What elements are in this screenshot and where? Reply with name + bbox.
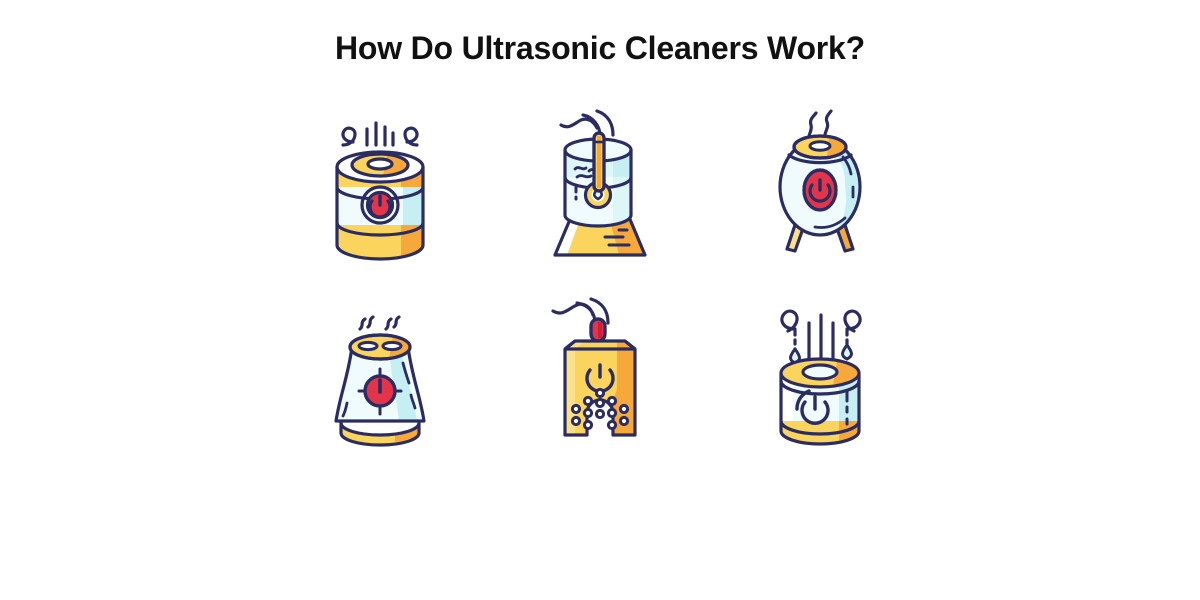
- icon-egg-humidifier-svg: [778, 109, 862, 253]
- cylinder-outline: [335, 165, 425, 261]
- icon-droplet-cylinder-humidifier-svg: [779, 309, 862, 446]
- mist-nozzle: [589, 317, 607, 343]
- icon-cylinder-humidifier: [280, 95, 480, 285]
- vapor-arc-3: [589, 297, 610, 325]
- vapor-squiggle-1a: [358, 317, 367, 331]
- icon-tower-humidifier: [500, 285, 700, 475]
- body-shine: [341, 361, 417, 418]
- icon-cylinder-humidifier-svg: [335, 121, 425, 261]
- slot-vent-right: [381, 340, 403, 352]
- power-button[interactable]: [363, 374, 397, 408]
- icon-grid: [270, 95, 930, 495]
- vapor-squiggle-2a: [384, 317, 393, 331]
- top-vent-plate: [348, 333, 412, 361]
- power-button[interactable]: [802, 168, 838, 212]
- icon-water-tank-humidifier: [500, 95, 700, 285]
- slot-vent-left: [357, 340, 379, 352]
- vapor-squiggle-2b: [392, 315, 401, 329]
- radial-ticks: [357, 367, 403, 416]
- cylinder-body: [337, 152, 423, 259]
- perforated-grille: [570, 387, 630, 431]
- vapor-wave-1: [559, 117, 599, 130]
- power-button[interactable]: [360, 185, 400, 225]
- mist-tube: [592, 131, 606, 193]
- icon-egg-humidifier: [720, 95, 920, 285]
- icon-tower-humidifier-svg: [551, 297, 637, 437]
- tank-base: [553, 215, 647, 257]
- vapor-spiral-right: [403, 126, 419, 147]
- icon-hourglass-humidifier-svg: [334, 315, 426, 447]
- page-title: How Do Ultrasonic Cleaners Work?: [334, 30, 865, 66]
- vapor-hook-left: [780, 309, 799, 333]
- icon-water-tank-humidifier-svg: [553, 109, 647, 257]
- vapor-squiggle-1b: [366, 315, 375, 329]
- vapor-wave-3: [595, 109, 615, 137]
- droplet-right: [841, 343, 853, 361]
- cylinder-body: [779, 357, 861, 446]
- icon-droplet-cylinder-humidifier: [720, 285, 920, 475]
- vapor-hook-right: [843, 309, 862, 333]
- vapor-spiral-left: [341, 126, 357, 147]
- power-symbol[interactable]: [795, 389, 830, 425]
- icon-hourglass-humidifier: [280, 285, 480, 475]
- base-vent-lines: [603, 228, 631, 247]
